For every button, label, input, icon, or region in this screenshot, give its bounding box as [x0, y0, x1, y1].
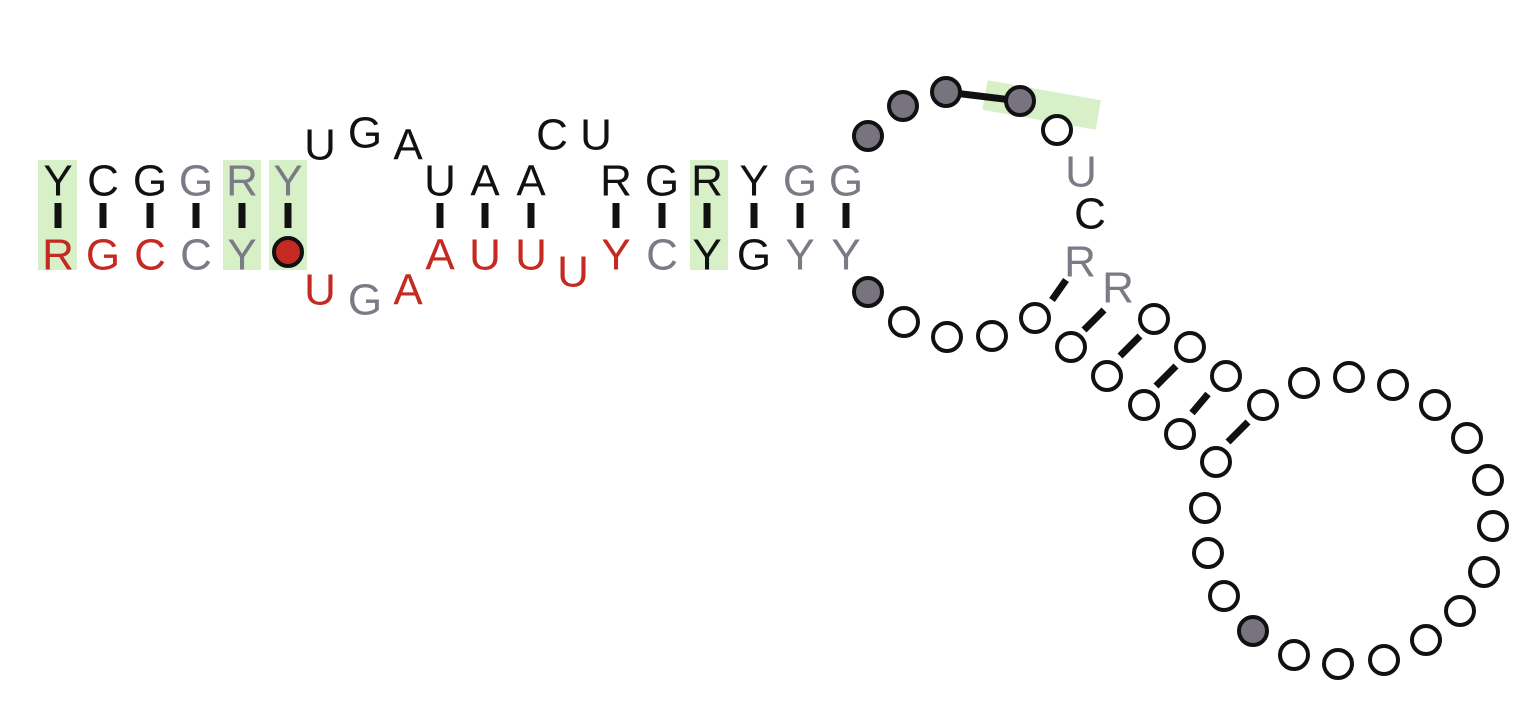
loop-base: R: [1102, 264, 1134, 313]
nucleotide-node-27: [1468, 556, 1500, 588]
loop-pair-bond-2: [1081, 307, 1107, 333]
nucleotide-node-7: [888, 306, 920, 338]
nucleotide-node-26: [1477, 510, 1509, 542]
loop-pair-bond-1: [1049, 277, 1069, 303]
bottom-strand-base: U: [469, 231, 501, 280]
top-strand-base: R: [691, 157, 723, 206]
bottom-strand-base: U: [557, 248, 589, 297]
top-strand-base: G: [645, 157, 679, 206]
bottom-strand-base: G: [86, 231, 120, 280]
bottom-strand-base: C: [134, 231, 166, 280]
loop-pair-bond-4: [1153, 363, 1179, 389]
top-strand-base: A: [516, 157, 546, 206]
nucleotide-node-12: [1091, 360, 1123, 392]
bottom-strand-base: Y: [785, 231, 814, 280]
top-strand-base: U: [424, 157, 456, 206]
top-strand-base: Y: [739, 157, 768, 206]
bottom-strand-base: G: [348, 276, 382, 325]
nucleotide-node-32: [1278, 639, 1310, 671]
top-strand-base: U: [304, 121, 336, 170]
pair-highlight-loop: [982, 80, 1101, 130]
bottom-strand-base: A: [425, 231, 455, 280]
nucleotide-node-layer: [272, 76, 1509, 680]
top-strand-base: Y: [43, 157, 72, 206]
loop-pair-bond-6: [1225, 419, 1251, 445]
nucleotide-node-3: [930, 76, 962, 108]
nucleotide-node-1: [852, 120, 884, 152]
top-strand-base: C: [536, 111, 568, 160]
bottom-strand-base: C: [180, 231, 212, 280]
nucleotide-node-8: [931, 321, 963, 353]
nucleotide-node-33: [1237, 615, 1269, 647]
top-strand-base: G: [829, 157, 863, 206]
nucleotide-node-13: [1128, 389, 1160, 421]
nucleotide-node-9: [976, 320, 1008, 352]
nucleotide-node-22: [1377, 369, 1409, 401]
nucleotide-node-34: [1208, 580, 1240, 612]
loop-base: R: [1064, 238, 1096, 287]
nucleotide-node-4: [1004, 85, 1036, 117]
top-strand-base: G: [133, 157, 167, 206]
top-strand-base: R: [226, 157, 258, 206]
nucleotide-node-0: [272, 236, 304, 268]
top-strand-base: U: [580, 111, 612, 160]
bottom-strand-base: C: [646, 231, 678, 280]
bottom-strand-base: Y: [831, 231, 860, 280]
nucleotide-node-30: [1368, 644, 1400, 676]
bottom-strand-base: R: [42, 231, 74, 280]
nucleotide-node-36: [1189, 492, 1221, 524]
loop-base: U: [1065, 148, 1097, 197]
top-strand-base: G: [783, 157, 817, 206]
top-strand-base: Y: [273, 157, 302, 206]
nucleotide-node-16: [1138, 303, 1170, 335]
loop-base: C: [1074, 190, 1106, 239]
bottom-strand-base: Y: [601, 231, 630, 280]
nucleotide-node-5: [1041, 114, 1073, 146]
bottom-strand-base: Y: [227, 231, 256, 280]
nucleotide-node-18: [1210, 360, 1242, 392]
nucleotide-node-2: [887, 90, 919, 122]
top-strand-base: R: [600, 157, 632, 206]
nucleotide-node-24: [1451, 422, 1483, 454]
loop-pair-bond-3: [1117, 333, 1143, 359]
nucleotide-node-11: [1055, 331, 1087, 363]
nucleotide-node-20: [1288, 367, 1320, 399]
bottom-strand-base: G: [737, 231, 771, 280]
nucleotide-node-21: [1333, 361, 1365, 393]
nucleotide-node-6: [852, 276, 884, 308]
nucleotide-node-35: [1192, 537, 1224, 569]
bottom-strand-base: A: [393, 266, 423, 315]
bottom-strand-base: U: [515, 231, 547, 280]
nucleotide-node-23: [1419, 389, 1451, 421]
nucleotide-node-14: [1164, 418, 1196, 450]
nucleotide-node-17: [1174, 331, 1206, 363]
nucleotide-node-31: [1322, 648, 1354, 680]
nucleotide-node-28: [1444, 595, 1476, 627]
top-strand-base: A: [470, 157, 500, 206]
nucleotide-node-29: [1410, 624, 1442, 656]
top-strand-base: C: [87, 157, 119, 206]
nucleotide-node-19: [1247, 389, 1279, 421]
top-strand-base: G: [179, 157, 213, 206]
nucleotide-node-15: [1200, 446, 1232, 478]
nucleotide-node-10: [1019, 302, 1051, 334]
bottom-strand-base: U: [304, 266, 336, 315]
nucleotide-node-25: [1472, 464, 1504, 496]
top-strand-base: G: [348, 109, 382, 158]
loop-pair-bond-5: [1189, 391, 1211, 416]
top-strand-base: A: [393, 121, 423, 170]
bottom-strand-base: Y: [692, 231, 721, 280]
